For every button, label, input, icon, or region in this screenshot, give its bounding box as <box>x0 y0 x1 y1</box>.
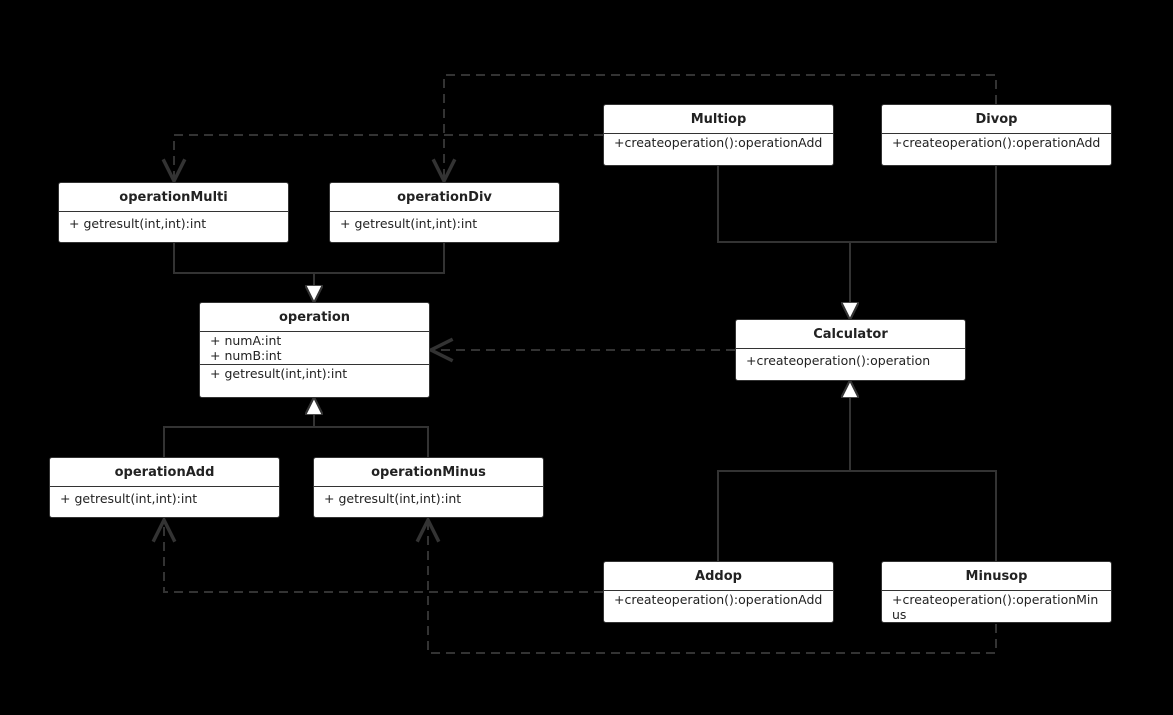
class-operation-div[interactable]: operationDiv + getresult(int,int):int <box>329 182 560 243</box>
class-name: Minusop <box>882 562 1111 591</box>
attributes-section: + numA:int + numB:int <box>200 332 429 365</box>
operations-section: +createoperation():operationAdd <box>882 134 1111 152</box>
operations-section: + getresult(int,int):int <box>59 212 288 233</box>
gen-multi-to-operation <box>173 243 314 274</box>
gen-multiop-to-calculator <box>717 165 850 243</box>
class-name: operation <box>200 303 429 332</box>
operations-section: +createoperation():operation <box>736 349 965 370</box>
operation-entry: + getresult(int,int):int <box>210 366 348 381</box>
class-name: operationMinus <box>314 458 543 487</box>
operations-section: + getresult(int,int):int <box>330 212 559 233</box>
class-name: operationDiv <box>330 183 559 212</box>
gen-add-to-operation <box>163 426 314 458</box>
gen-minus-to-operation <box>314 426 429 458</box>
class-multiop[interactable]: Multiop +createoperation():operationAdd <box>603 104 834 166</box>
operations-section: + getresult(int,int):int <box>50 487 279 508</box>
class-addop[interactable]: Addop +createoperation():operationAdd <box>603 561 834 623</box>
dep-addop-to-operationadd <box>164 520 603 593</box>
operation-entry: +createoperation():operationAdd <box>614 592 823 607</box>
dep-minusop-to-operationminus <box>428 520 997 654</box>
operation-entry: +createoperation():operation <box>746 353 931 368</box>
operation-entry: + getresult(int,int):int <box>60 491 198 506</box>
gen-div-to-operation <box>314 243 445 274</box>
operation-entry: +createoperation():operationAdd <box>614 135 823 150</box>
attribute-entry: + numA:int <box>210 333 282 348</box>
class-operation-multi[interactable]: operationMulti + getresult(int,int):int <box>58 182 289 243</box>
gen-divop-to-calculator <box>850 165 997 243</box>
class-operation-minus[interactable]: operationMinus + getresult(int,int):int <box>313 457 544 518</box>
operation-entry: + getresult(int,int):int <box>340 216 478 231</box>
class-name: Divop <box>882 105 1111 134</box>
gen-addop-to-calculator <box>717 470 850 562</box>
operation-entry: + getresult(int,int):int <box>324 491 462 506</box>
operations-section: + getresult(int,int):int <box>314 487 543 508</box>
class-name: operationAdd <box>50 458 279 487</box>
operations-section: + getresult(int,int):int <box>200 365 429 383</box>
class-name: Addop <box>604 562 833 591</box>
class-name: operationMulti <box>59 183 288 212</box>
gen-minusop-to-calculator <box>850 470 997 562</box>
class-operation-add[interactable]: operationAdd + getresult(int,int):int <box>49 457 280 518</box>
operations-section: +createoperation():operationAdd <box>604 591 833 609</box>
class-calculator[interactable]: Calculator +createoperation():operation <box>735 319 966 381</box>
attribute-entry: + numB:int <box>210 348 282 363</box>
operations-section: +createoperation():operationAdd <box>604 134 833 152</box>
operation-entry: +createoperation():operationMinus <box>892 592 1099 622</box>
class-divop[interactable]: Divop +createoperation():operationAdd <box>881 104 1112 166</box>
operation-entry: + getresult(int,int):int <box>69 216 207 231</box>
operations-section: +createoperation():operationMinus <box>882 591 1111 622</box>
dep-divop-to-operationdiv <box>444 74 997 181</box>
operation-entry: +createoperation():operationAdd <box>892 135 1101 150</box>
dep-multiop-to-operationmulti <box>174 134 603 181</box>
class-name: Calculator <box>736 320 965 349</box>
class-minusop[interactable]: Minusop +createoperation():operationMinu… <box>881 561 1112 623</box>
class-name: Multiop <box>604 105 833 134</box>
class-operation[interactable]: operation + numA:int + numB:int + getres… <box>199 302 430 398</box>
